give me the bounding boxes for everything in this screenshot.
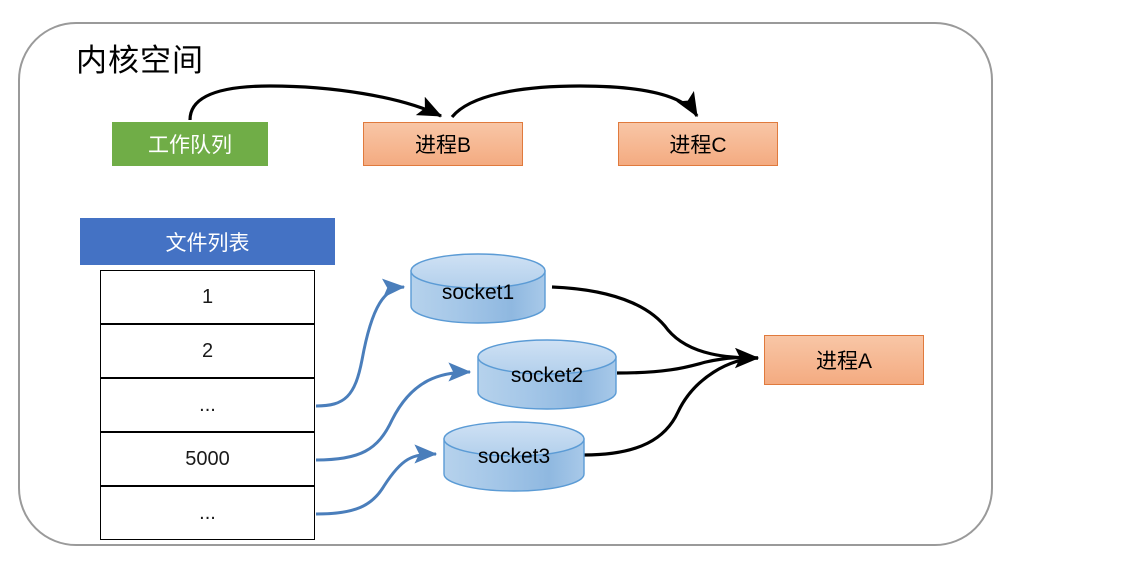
file-list-row-value: ... xyxy=(199,501,216,524)
process-a-label: 进程A xyxy=(815,350,872,373)
arrow-filerow4-to-socket2 xyxy=(315,362,472,462)
socket1-label: socket1 xyxy=(441,281,515,304)
work-queue-label: 工作队列 xyxy=(148,134,232,157)
process-c-label: 进程C xyxy=(669,134,727,157)
process-c-box[interactable]: 进程C xyxy=(618,122,778,166)
arrow-socket1-to-processA xyxy=(551,285,759,360)
file-list-row[interactable]: 1 xyxy=(100,270,315,324)
arrow-workqueue-to-processB xyxy=(188,84,443,121)
file-list-row[interactable]: ... xyxy=(100,378,315,432)
file-list-row[interactable]: 2 xyxy=(100,324,315,378)
process-b-box[interactable]: 进程B xyxy=(363,122,523,166)
kernel-space-frame xyxy=(18,22,993,546)
socket2-label: socket2 xyxy=(510,364,584,387)
work-queue-box[interactable]: 工作队列 xyxy=(112,122,268,166)
file-list-row-value: 5000 xyxy=(185,447,230,470)
file-list-header-label: 文件列表 xyxy=(165,231,250,255)
file-list-rows: 1 2 ... 5000 ... xyxy=(100,270,315,540)
socket1-cylinder xyxy=(410,253,546,324)
arrow-filerow5-to-socket3 xyxy=(315,444,438,516)
socket2-cylinder xyxy=(477,339,617,410)
file-list-row-value: 2 xyxy=(201,339,214,362)
arrow-processB-to-processC xyxy=(450,84,699,119)
file-list-row-value: 1 xyxy=(201,285,214,308)
socket3-cylinder xyxy=(443,421,585,492)
file-list-header: 文件列表 xyxy=(80,218,335,265)
process-b-label: 进程B xyxy=(414,134,471,157)
file-list-row[interactable]: ... xyxy=(100,486,315,540)
arrow-socket3-to-processA xyxy=(583,347,760,457)
kernel-space-title: 内核空间 xyxy=(76,43,204,78)
arrow-filerow3-to-socket1 xyxy=(315,278,406,408)
file-list-row-value: ... xyxy=(199,393,216,416)
socket3-label: socket3 xyxy=(477,445,551,468)
process-a-box[interactable]: 进程A xyxy=(764,335,924,385)
file-list-row[interactable]: 5000 xyxy=(100,432,315,486)
